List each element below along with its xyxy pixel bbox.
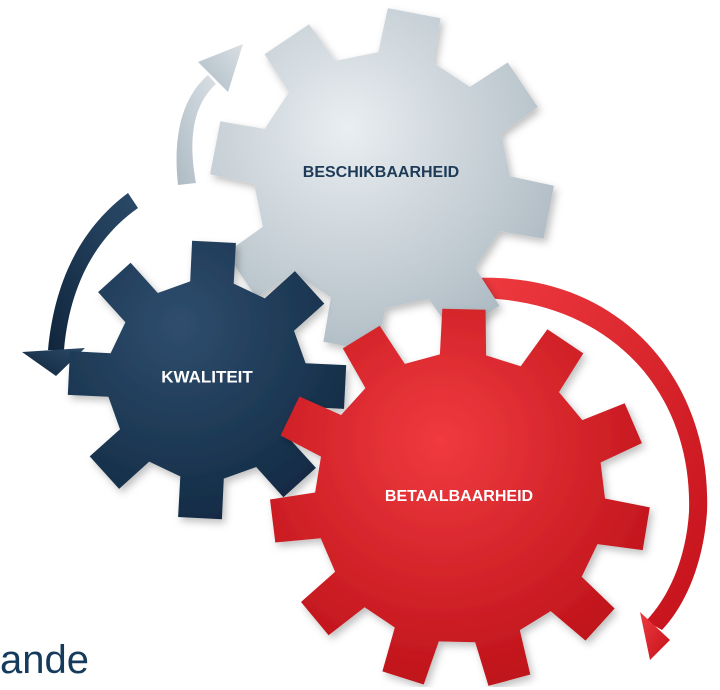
label-kwaliteit: KWALITEIT <box>161 367 253 386</box>
gear-beschikbaarheid <box>210 8 554 352</box>
partial-text: ande <box>0 638 89 682</box>
arrow-dark <box>22 193 138 376</box>
gear-kwaliteit <box>67 240 347 520</box>
arrow-dark-head <box>22 348 85 376</box>
arrow-red-body <box>476 277 708 630</box>
arrow-light-body <box>176 75 216 185</box>
label-betaalbaarheid: BETAALBAARHEID <box>385 488 533 505</box>
gear-betaalbaarheid <box>270 308 650 686</box>
arrow-red-head <box>640 612 670 660</box>
label-beschikbaarheid: BESCHIKBAARHEID <box>303 164 459 181</box>
arrow-light-head <box>198 44 243 92</box>
arrow-light <box>176 44 243 185</box>
arrow-red <box>476 277 708 660</box>
arrow-dark-body <box>48 193 138 350</box>
